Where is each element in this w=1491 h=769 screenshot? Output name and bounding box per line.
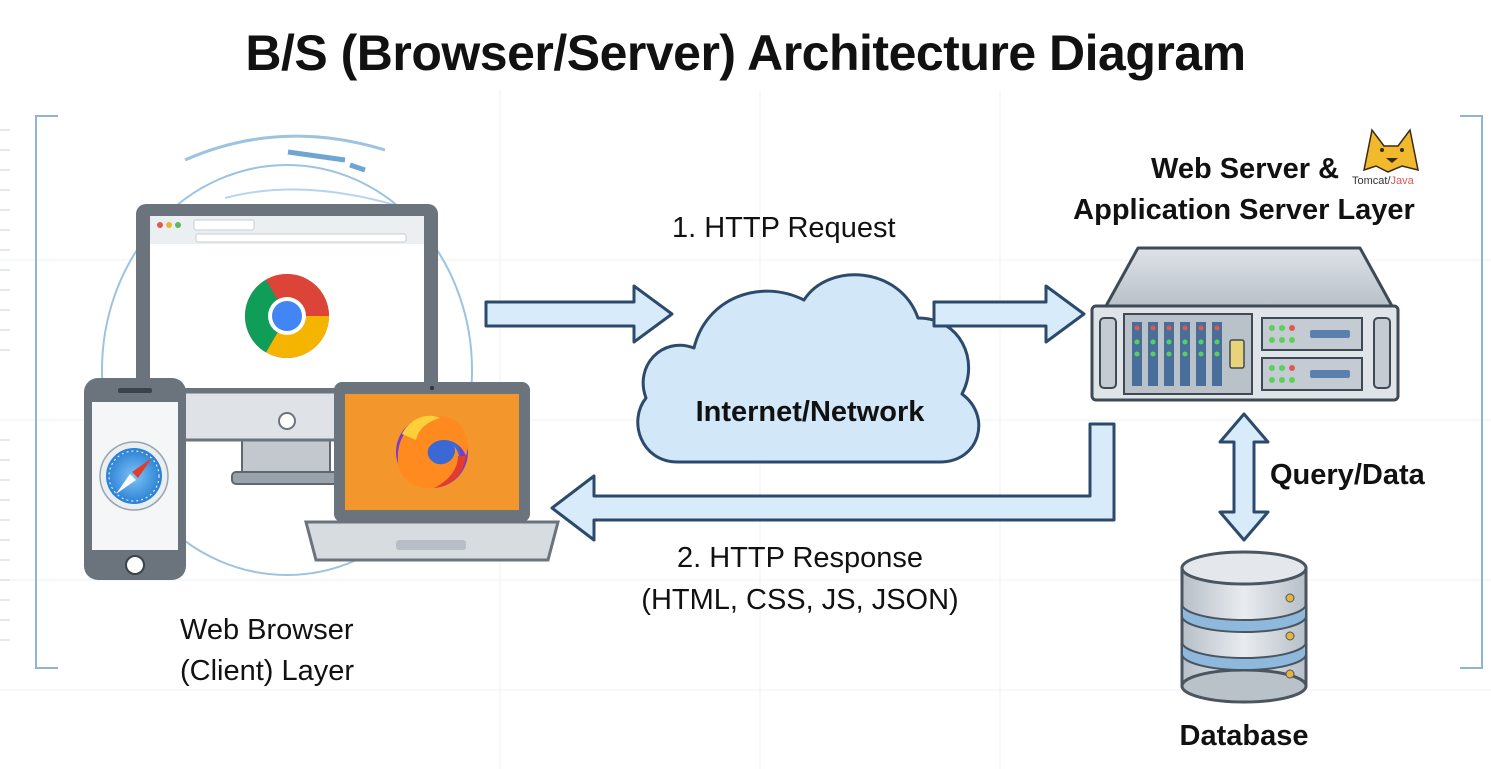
client-orbit-rings: [101, 134, 473, 576]
server-layer-label-line2: Application Server Layer: [1073, 194, 1415, 226]
server-rack-icon: [1090, 246, 1400, 402]
server-layer-label-line1: Web Server &: [1150, 153, 1340, 185]
left-bracket: [35, 115, 58, 669]
edge-ticks-left: [0, 129, 10, 641]
request-arrow-left: [484, 284, 674, 344]
tomcat-logo: [1363, 128, 1419, 173]
safari-icon: [99, 441, 169, 511]
client-layer-label-line1: Web Browser: [180, 614, 354, 646]
right-bracket: [1460, 115, 1483, 669]
response-arrow: [550, 422, 1116, 542]
server-drive-bays: [1132, 322, 1222, 386]
network-label: Internet/Network: [695, 396, 925, 428]
http-response-label-line1: 2. HTTP Response: [676, 542, 924, 574]
firefox-icon: [396, 415, 468, 489]
database-icon: [1180, 550, 1308, 704]
request-arrow-right: [932, 284, 1086, 344]
query-data-label: Query/Data: [1270, 459, 1425, 491]
database-label: Database: [1179, 720, 1309, 752]
chrome-icon: [244, 273, 329, 359]
http-response-label-line2: (HTML, CSS, JS, JSON): [641, 584, 959, 616]
diagram-title: B/S (Browser/Server) Architecture Diagra…: [245, 25, 1246, 81]
query-double-arrow: [1218, 412, 1270, 542]
cloud-icon: [636, 273, 981, 464]
client-layer-label-line2: (Client) Layer: [180, 655, 355, 687]
http-request-label: 1. HTTP Request: [672, 212, 896, 244]
tomcat-logo-text: Tomcat/Java: [1352, 175, 1415, 187]
